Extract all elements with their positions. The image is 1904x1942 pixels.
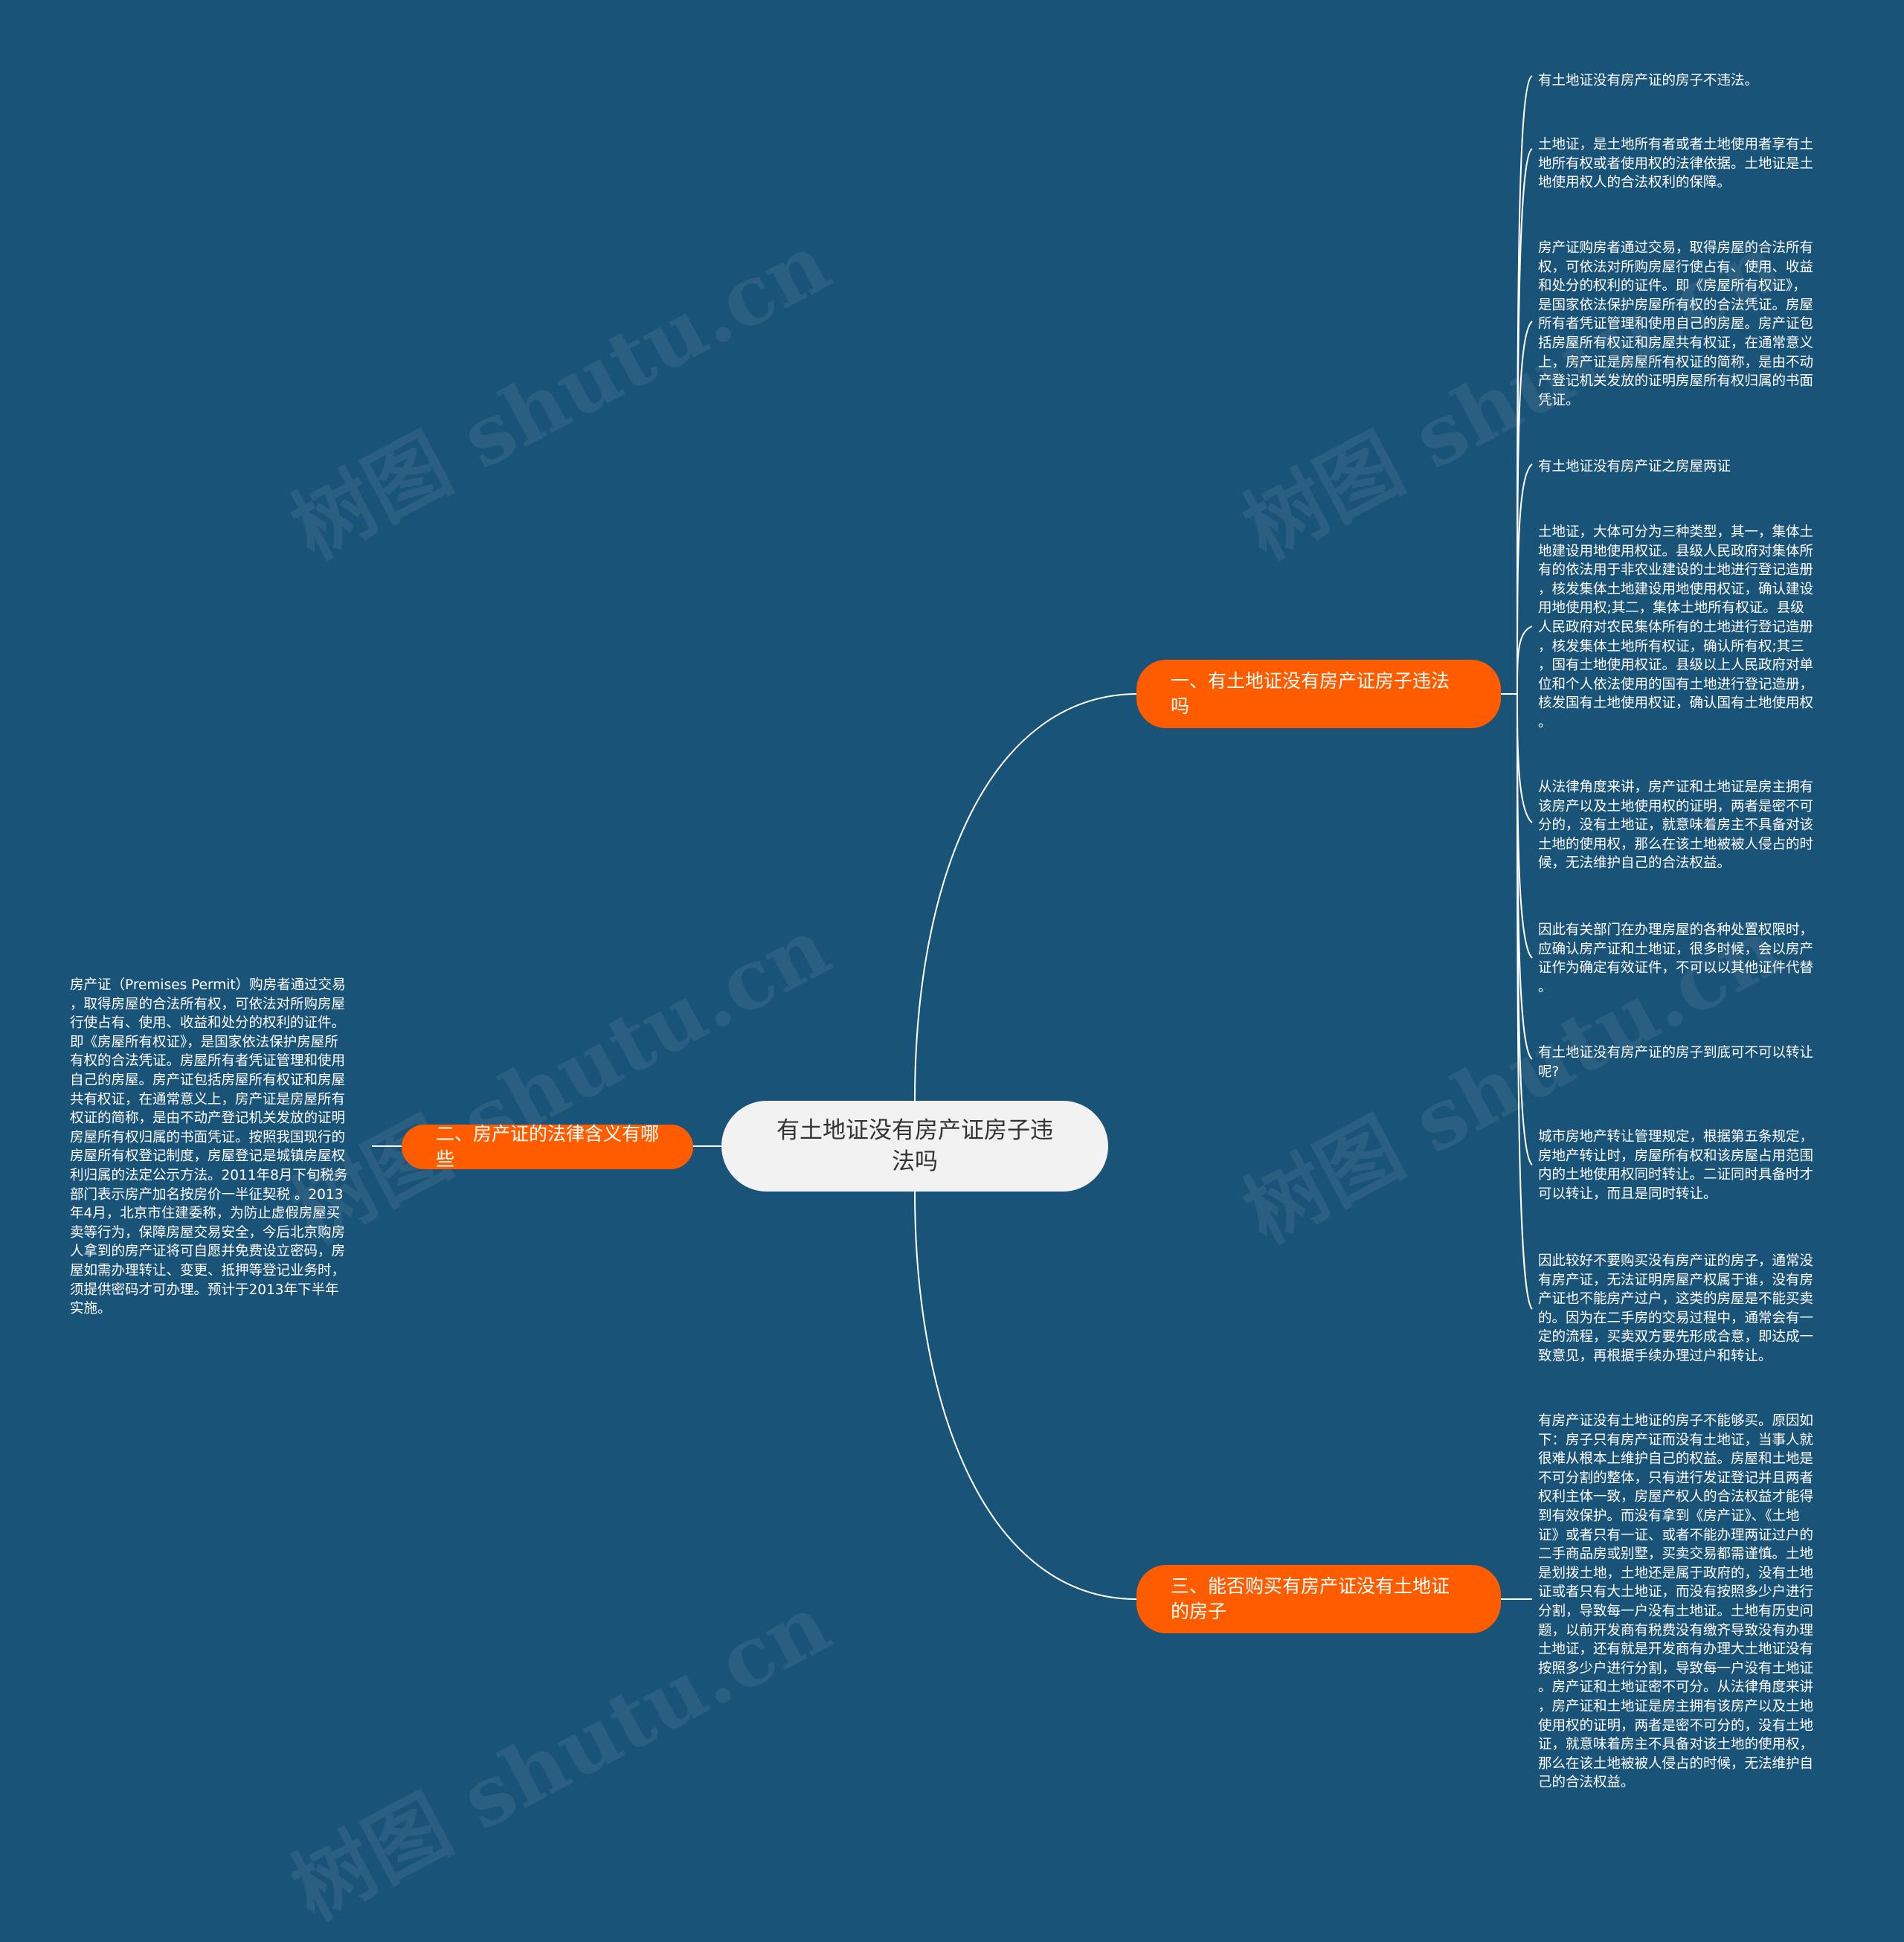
leaf-node: 城市房地产转让管理规定，根据第五条规定， 房地产转让时，房屋所有权和该房屋占用范… bbox=[1538, 1129, 1814, 1202]
link-leaf-1-4 bbox=[1517, 463, 1533, 695]
root-node[interactable]: 有土地证没有房产证房子违法吗 bbox=[721, 1101, 1108, 1192]
leaf-node: 从法律角度来讲，房产证和土地证是房主拥有 该房产以及土地使用权的证明，两者是密不… bbox=[1538, 779, 1814, 872]
branch-node-3[interactable]: 三、能否购买有房产证没有土地证的房子 bbox=[1136, 1565, 1501, 1633]
link-root-branch-1 bbox=[914, 693, 1137, 1102]
leaf-node: 有土地证没有房产证的房子到底可不可以转让 呢? bbox=[1538, 1045, 1814, 1080]
link-leaf-1-5 bbox=[1517, 626, 1533, 695]
branch-node-2[interactable]: 二、房产证的法律含义有哪些 bbox=[402, 1123, 693, 1170]
leaf-node: 有房产证没有土地证的房子不能够买。原因如 下：房子只有房产证而没有土地证，当事人… bbox=[1538, 1413, 1814, 1791]
link-leaf-1-9 bbox=[1517, 693, 1533, 1165]
link-root-branch-3 bbox=[914, 1191, 1137, 1600]
root-label: 有土地证没有房产证房子违法吗 bbox=[776, 1117, 1053, 1175]
connector-lines bbox=[372, 75, 1533, 1600]
link-leaf-1-10 bbox=[1517, 693, 1533, 1310]
leaf-node: 有土地证没有房产证的房子不违法。 bbox=[1538, 73, 1759, 89]
leaf-node: 因此较好不要购买没有房产证的房子，通常没 有房产证，无法证明房屋产权属于谁，没有… bbox=[1538, 1253, 1814, 1364]
leaf-node: 土地证，大体可分为三种类型，其一，集体土 地建设用地使用权证。县级人民政府对集体… bbox=[1538, 524, 1814, 730]
link-leaf-1-6 bbox=[1517, 693, 1533, 823]
leaf-node: 有土地证没有房产证之房屋两证 bbox=[1538, 459, 1731, 475]
link-leaf-1-7 bbox=[1517, 693, 1533, 959]
branch-label: 一、有土地证没有房产证房子违法吗 bbox=[1171, 670, 1450, 717]
leaf-node: 土地证，是土地所有者或者土地使用者享有土 地所有权或者使用权的法律依据。土地证是… bbox=[1538, 137, 1814, 191]
branch-label: 三、能否购买有房产证没有土地证的房子 bbox=[1171, 1575, 1450, 1622]
link-leaf-1-1 bbox=[1517, 75, 1533, 695]
branch-label: 二、房产证的法律含义有哪些 bbox=[436, 1123, 660, 1170]
link-leaf-1-3 bbox=[1517, 321, 1533, 695]
leaf-node: 房产证（Premises Permit）购房者通过交易 ，取得房屋的合法所有权，… bbox=[70, 977, 348, 1317]
leaf-node: 因此有关部门在办理房屋的各种处置权限时， 应确认房产证和土地证，很多时候，会以房… bbox=[1538, 922, 1814, 995]
leaf-node: 房产证购房者通过交易，取得房屋的合法所有 权，可依法对所购房屋行使占有、使用、收… bbox=[1538, 240, 1814, 408]
branch-node-1[interactable]: 一、有土地证没有房产证房子违法吗 bbox=[1136, 660, 1501, 728]
